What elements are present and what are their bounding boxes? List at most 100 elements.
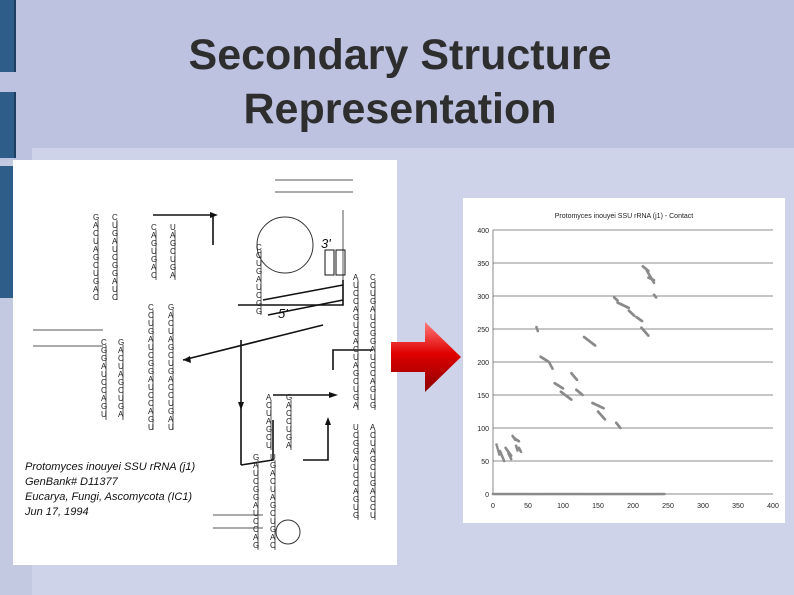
nucleotide-base: C <box>270 541 276 550</box>
nucleotide-base: U <box>353 321 359 330</box>
nucleotide-bases: GACUAGCUGACCUGAUCGGAUCCAGUGACUAGCUGACCUG… <box>93 213 376 550</box>
nucleotide-base: U <box>370 313 376 322</box>
nucleotide-base: G <box>253 541 259 550</box>
nucleotide-base: U <box>370 511 376 520</box>
chart-point <box>509 457 513 461</box>
slide-title-line: Representation <box>243 85 557 133</box>
nucleotide-base: A <box>93 285 99 294</box>
nucleotide-base: G <box>370 329 376 338</box>
nucleotide-base: U <box>353 463 359 472</box>
nucleotide-base: G <box>148 359 154 368</box>
chart-point <box>616 299 619 302</box>
nucleotide-base: G <box>256 299 262 308</box>
nucleotide-base: C <box>112 293 118 302</box>
nucleotide-base: C <box>370 431 376 440</box>
nucleotide-base: U <box>270 517 276 526</box>
nucleotide-base: G <box>170 263 176 272</box>
caption-line: Eucarya, Fungi, Ascomycota (IC1) <box>25 491 193 503</box>
chart-y-tick-label: 400 <box>477 228 489 235</box>
chart-x-tick-label: 0 <box>491 503 495 510</box>
nucleotide-base: C <box>353 471 359 480</box>
chart-y-tick-label: 100 <box>477 426 489 433</box>
nucleotide-base: U <box>266 441 272 450</box>
nucleotide-base: G <box>353 393 359 402</box>
nucleotide-base: U <box>93 237 99 246</box>
nucleotide-base: G <box>253 485 259 494</box>
hairpin-loops <box>256 216 314 545</box>
chart-point <box>647 334 650 337</box>
nucleotide-base: C <box>93 261 99 270</box>
nucleotide-base: G <box>353 511 359 520</box>
nucleotide-base: A <box>168 415 174 424</box>
nucleotide-base: G <box>266 425 272 434</box>
nucleotide-base: U <box>370 353 376 362</box>
nucleotide-base: G <box>148 367 154 376</box>
nucleotide-base: A <box>286 441 292 450</box>
nucleotide-base: C <box>148 311 154 320</box>
nucleotide-base: C <box>151 223 157 232</box>
contact-map-plot: Protomyces inouyei SSU rRNA (j1) - Conta… <box>477 213 779 510</box>
chart-point <box>633 314 636 318</box>
nucleotide-base: C <box>253 517 259 526</box>
chart-y-tick-label: 200 <box>477 360 489 367</box>
nucleotide-base: G <box>148 327 154 336</box>
nucleotide-base: C <box>112 213 118 222</box>
nucleotide-base: G <box>93 253 99 262</box>
chart-point <box>551 367 554 370</box>
nucleotide-base: C <box>93 293 99 302</box>
nucleotide-base: C <box>370 281 376 290</box>
nucleotide-base: A <box>112 237 118 246</box>
nucleotide-base: G <box>170 239 176 248</box>
nucleotide-base: A <box>93 221 99 230</box>
nucleotide-base: A <box>148 407 154 416</box>
nucleotide-base: A <box>170 231 176 240</box>
nucleotide-base: U <box>168 423 174 432</box>
chart-point <box>603 418 607 421</box>
chart-point <box>581 393 584 397</box>
nucleotide-base: G <box>101 402 107 411</box>
nucleotide-base: G <box>353 447 359 456</box>
nucleotide-base: C <box>266 401 272 410</box>
chart-point <box>519 450 523 454</box>
chart-x-tick-label: 100 <box>557 503 569 510</box>
nucleotide-base: C <box>101 338 107 347</box>
nucleotide-base: C <box>286 409 292 418</box>
nucleotide-base: A <box>353 401 359 410</box>
nucleotide-base: G <box>101 346 107 355</box>
nucleotide-base: G <box>370 385 376 394</box>
nucleotide-base: C <box>370 361 376 370</box>
nucleotide-base: A <box>266 417 272 426</box>
structure-connectors <box>153 214 373 466</box>
nucleotide-base: A <box>370 377 376 386</box>
nucleotide-base: A <box>101 394 107 403</box>
nucleotide-base: A <box>148 335 154 344</box>
slide-header-band <box>0 0 794 160</box>
chart-point <box>640 319 644 323</box>
nucleotide-base: C <box>270 477 276 486</box>
chart-point <box>593 344 597 347</box>
nucleotide-base: G <box>168 407 174 416</box>
nucleotide-base: C <box>353 377 359 386</box>
nucleotide-base: U <box>168 359 174 368</box>
diagram-caption: Protomyces inouyei SSU rRNA (j1) GenBank… <box>25 460 195 520</box>
chart-point <box>654 296 658 299</box>
nucleotide-base: G <box>256 307 262 316</box>
chart-point <box>575 378 579 382</box>
nucleotide-base: G <box>118 378 124 387</box>
nucleotide-base: C <box>370 503 376 512</box>
nucleotide-base: U <box>112 221 118 230</box>
chart-points <box>491 265 666 496</box>
five-prime-label: 5' <box>278 306 288 321</box>
nucleotide-base: G <box>168 343 174 352</box>
nucleotide-base: A <box>253 501 259 510</box>
right-arrow-icon <box>391 322 461 392</box>
nucleotide-base: G <box>168 367 174 376</box>
nucleotide-base: C <box>118 354 124 363</box>
chart-point <box>495 443 498 446</box>
nucleotide-base: U <box>286 425 292 434</box>
nucleotide-base: C <box>370 321 376 330</box>
boxed-nucleotides <box>324 249 346 276</box>
chart-y-tick-label: 250 <box>477 327 489 334</box>
nucleotide-base: U <box>370 471 376 480</box>
